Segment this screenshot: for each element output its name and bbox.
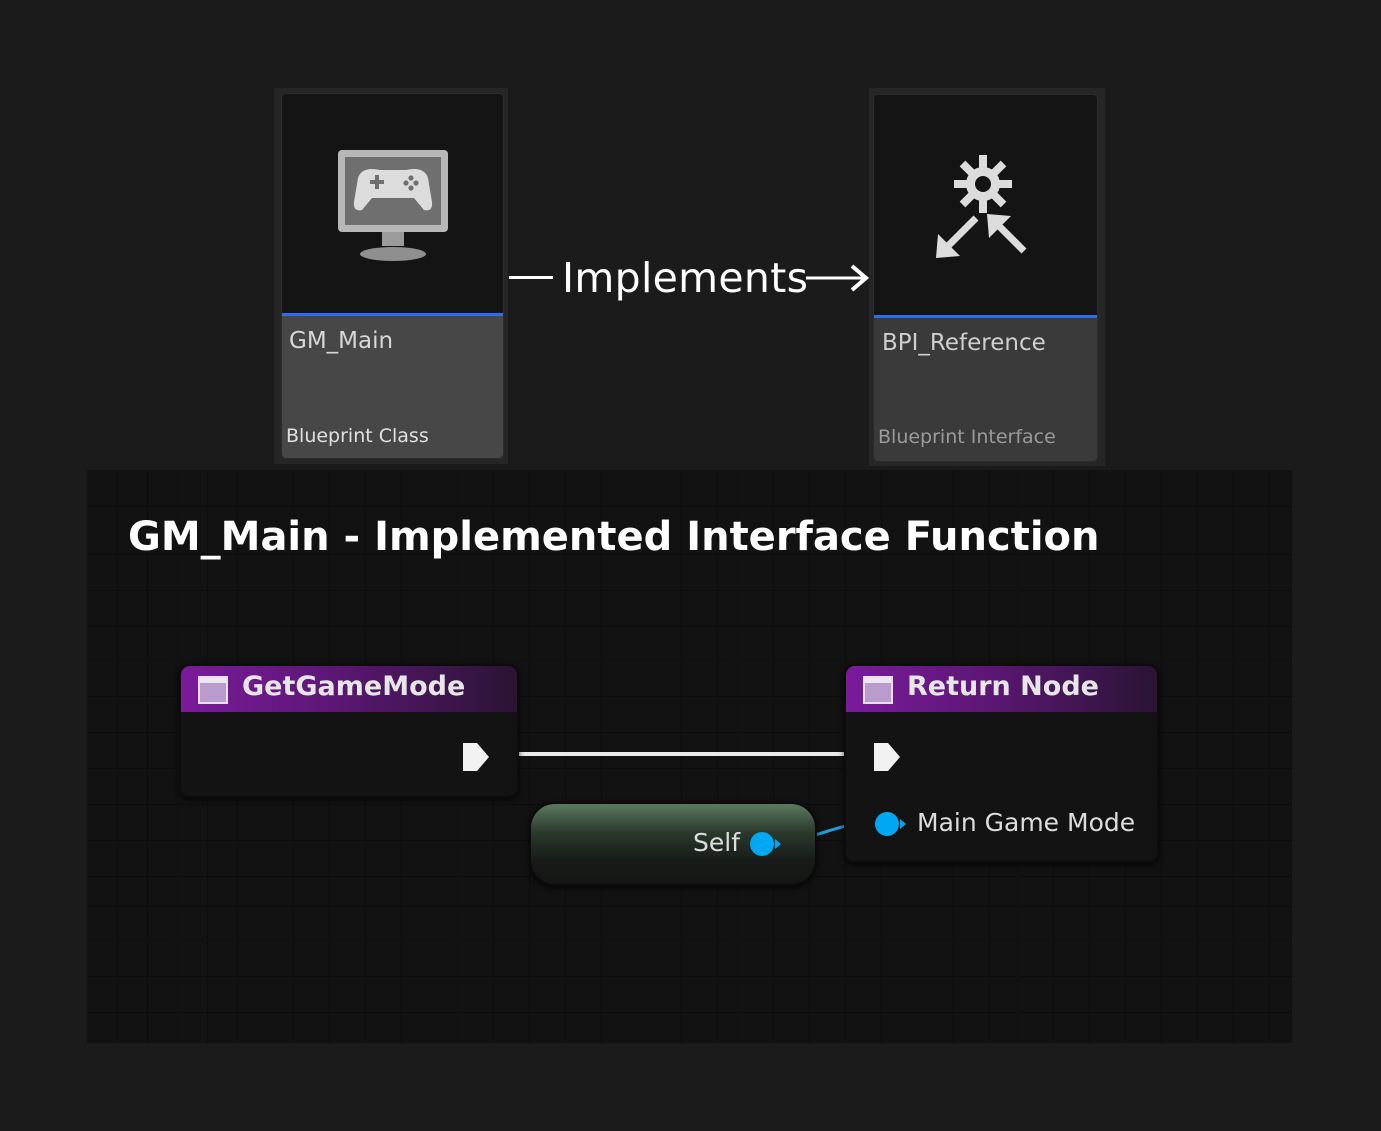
function-icon — [863, 676, 893, 704]
bpi-reference-asset-tile[interactable]: BPI_Reference Blueprint Interface — [873, 94, 1098, 462]
implements-arrow-icon — [806, 264, 870, 292]
exec-out-pin-icon[interactable] — [461, 740, 491, 774]
self-output-pin-icon[interactable] — [747, 829, 783, 859]
node-header — [181, 666, 517, 712]
return-node-title: Return Node — [907, 671, 1099, 702]
bpi-reference-asset-type: Blueprint Interface — [878, 426, 1056, 448]
self-label: Self — [693, 828, 740, 857]
graph-title: GM_Main - Implemented Interface Function — [128, 514, 1100, 560]
get-game-mode-node[interactable]: GetGameMode — [179, 664, 519, 798]
gm-main-asset-type: Blueprint Class — [286, 425, 429, 447]
object-input-pin-icon[interactable] — [872, 809, 908, 839]
return-node[interactable]: Return Node Main Game Mode — [844, 664, 1159, 863]
main-game-mode-pin-label: Main Game Mode — [917, 808, 1136, 837]
exec-in-pin-icon[interactable] — [872, 740, 902, 774]
implements-dash — [509, 276, 553, 279]
asset-type-color-bar — [874, 315, 1097, 318]
gear-arrows-icon — [936, 155, 1027, 258]
self-node[interactable]: Self — [529, 802, 817, 886]
get-game-mode-title: GetGameMode — [242, 671, 466, 702]
gm-main-info-panel: GM_Main Blueprint Class — [282, 316, 503, 458]
asset-type-color-bar — [282, 313, 503, 316]
function-icon — [198, 676, 228, 704]
gm-main-thumbnail — [282, 94, 503, 314]
bpi-reference-asset-name: BPI_Reference — [882, 330, 1046, 356]
gm-main-asset-name: GM_Main — [289, 328, 394, 354]
gm-main-asset-tile[interactable]: GM_Main Blueprint Class — [281, 93, 504, 459]
bpi-reference-info-panel: BPI_Reference Blueprint Interface — [874, 318, 1097, 461]
game-controller-monitor-icon — [338, 150, 448, 261]
bpi-reference-thumbnail — [874, 95, 1097, 316]
node-header — [846, 666, 1157, 712]
implements-label: Implements — [562, 254, 809, 302]
